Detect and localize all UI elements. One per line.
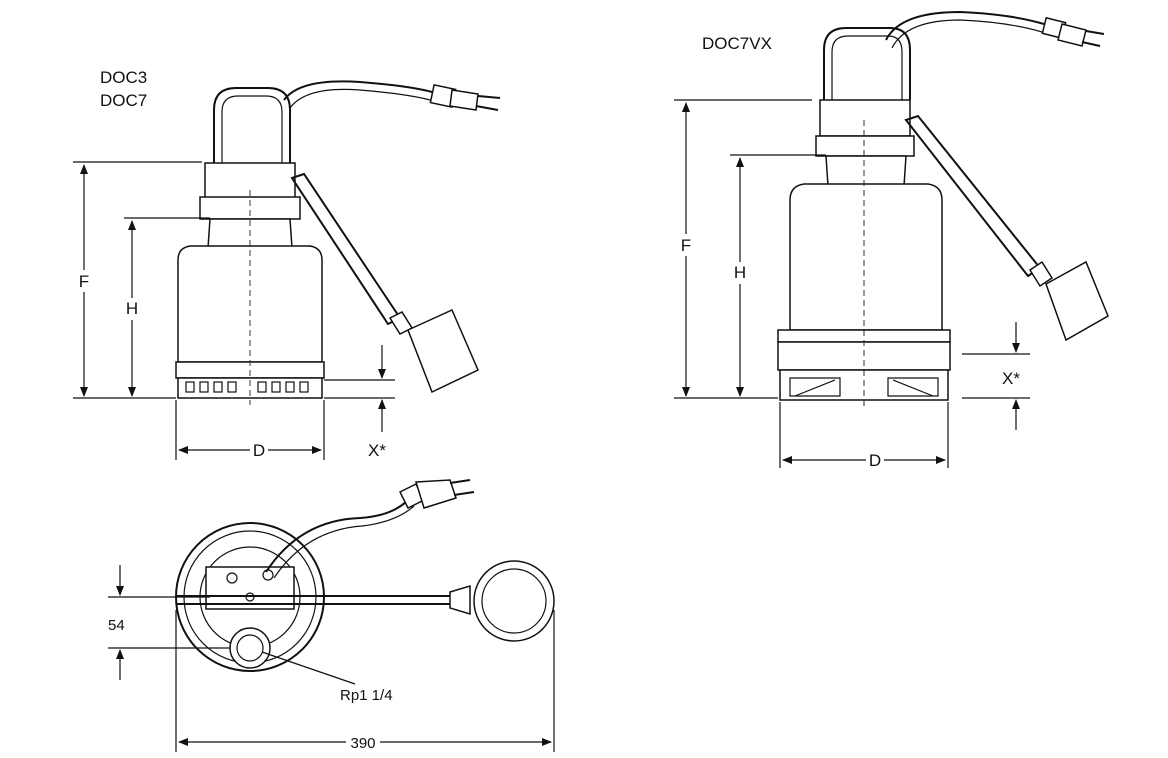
float-switch-right: [1045, 260, 1109, 342]
float-ball: [473, 560, 555, 642]
pump-doc7vx-side-view: DOC7VX: [674, 10, 1109, 470]
thread-size-label: Rp1 1/4: [340, 687, 393, 704]
dim-X-left: X*: [368, 441, 386, 460]
dim-F-left: F: [79, 272, 89, 291]
model-label-doc3: DOC3: [100, 68, 147, 87]
dim-D-right: D: [869, 451, 881, 470]
pump-top-view: 54 Rp1 1/4 390: [108, 479, 555, 752]
dim-H-right: H: [734, 263, 746, 282]
plug-right-icon: [1041, 16, 1105, 47]
plug-top-view-icon: [398, 479, 475, 510]
dim-D-left: D: [253, 441, 265, 460]
dim-H-left: H: [126, 299, 138, 318]
dim-390: 390: [350, 735, 375, 752]
float-switch: [407, 309, 479, 394]
model-label-doc7: DOC7: [100, 91, 147, 110]
dim-X-right: X*: [1002, 369, 1020, 388]
base-slots: [185, 381, 309, 393]
dim-F-right: F: [681, 236, 691, 255]
plug-icon: [429, 84, 501, 111]
pump-doc3-doc7-side-view: DOC3 DOC7: [73, 68, 501, 460]
dim-54: 54: [108, 617, 125, 634]
model-label-doc7vx: DOC7VX: [702, 34, 772, 53]
